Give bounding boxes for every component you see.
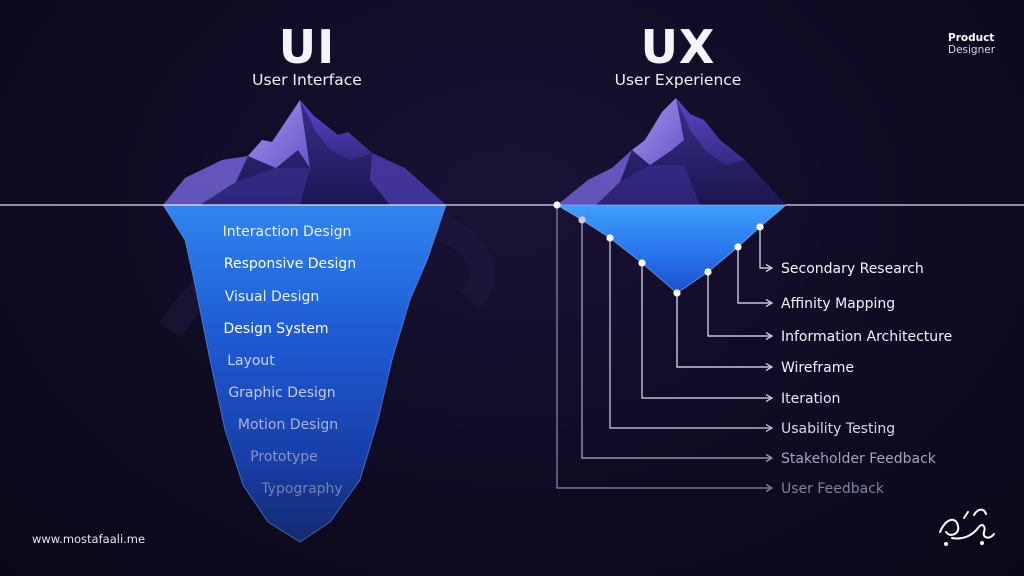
ui-item-typography: Typography [260,481,342,497]
ux-subtitle: User Experience [614,71,742,89]
ui-item-layout: Layout [227,353,275,369]
ux-arrowheads [765,263,774,493]
brand-label: Product Designer [948,32,995,56]
ui-item-motion-design: Motion Design [238,417,338,433]
ui-title: UI [278,20,336,74]
ux-item-secondary-research: Secondary Research [781,261,924,277]
ux-connector-dots [553,201,764,297]
ux-iceberg-underwater [555,204,788,294]
signature-logo [939,508,995,546]
ux-title: UX [640,20,716,74]
ux-item-usability-testing: Usability Testing [781,421,895,437]
ui-item-design-system: Design System [224,321,329,337]
ux-item-list: Secondary Research Affinity Mapping Info… [781,261,952,497]
ux-item-wireframe: Wireframe [781,360,854,376]
ui-item-graphic-design: Graphic Design [228,385,335,401]
ui-iceberg-peak [163,100,446,205]
ux-iceberg-peak [557,98,786,205]
website-link[interactable]: www.mostafaali.me [32,532,146,546]
ux-connectors [556,205,770,489]
ui-item-list: Interaction Design Responsive Design Vis… [223,224,356,497]
ui-subtitle: User Interface [252,71,362,89]
ui-item-prototype: Prototype [250,449,318,465]
ui-iceberg-underwater [162,204,447,543]
brand-line-product: Product [948,32,995,44]
ui-item-responsive-design: Responsive Design [224,256,356,272]
ui-item-interaction-design: Interaction Design [223,224,352,240]
ux-item-affinity-mapping: Affinity Mapping [781,296,895,312]
ux-item-information-architecture: Information Architecture [781,329,952,345]
ui-item-visual-design: Visual Design [225,289,320,305]
ux-item-stakeholder-feedback: Stakeholder Feedback [781,451,937,467]
ux-item-iteration: Iteration [781,391,840,407]
ux-item-user-feedback: User Feedback [781,481,885,497]
brand-line-designer: Designer [948,44,996,56]
